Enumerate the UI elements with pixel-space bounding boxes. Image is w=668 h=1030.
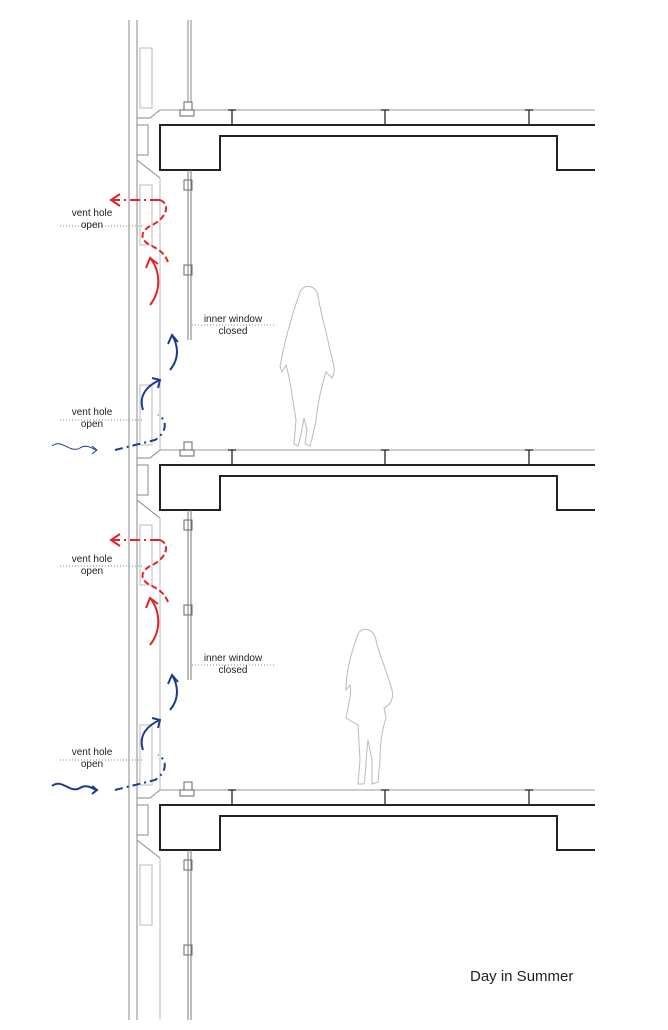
label-vent-hole-open-3: vent hole open bbox=[52, 554, 132, 578]
label-line: open bbox=[80, 566, 104, 577]
diagram-caption: Day in Summer bbox=[470, 968, 574, 985]
label-line: vent hole bbox=[71, 407, 113, 418]
cool-air-arrow-upper bbox=[51, 333, 179, 455]
label-line: open bbox=[80, 220, 104, 231]
label-vent-hole-open-2: vent hole open bbox=[52, 407, 132, 431]
label-line: closed bbox=[218, 665, 248, 676]
label-inner-window-closed-1: inner window closed bbox=[193, 314, 273, 338]
floor-slab-1 bbox=[136, 101, 596, 451]
label-line: inner window bbox=[203, 314, 263, 325]
person-silhouette-lower bbox=[345, 628, 393, 785]
leader-lines bbox=[60, 225, 275, 761]
floor-slab-3 bbox=[136, 781, 596, 1021]
warm-air-arrow-lower bbox=[109, 533, 169, 646]
label-line: inner window bbox=[203, 653, 263, 664]
label-line: vent hole bbox=[71, 554, 113, 565]
label-line: vent hole bbox=[71, 208, 113, 219]
person-silhouette-upper bbox=[279, 286, 335, 447]
cool-air-arrow-lower bbox=[51, 673, 179, 795]
label-line: open bbox=[80, 419, 104, 430]
label-vent-hole-open-1: vent hole open bbox=[52, 208, 132, 232]
facade-lines bbox=[128, 20, 192, 1020]
label-line: closed bbox=[218, 326, 248, 337]
label-line: open bbox=[80, 759, 104, 770]
label-inner-window-closed-2: inner window closed bbox=[193, 653, 273, 677]
warm-air-arrow-upper bbox=[109, 193, 169, 306]
label-line: vent hole bbox=[71, 747, 113, 758]
label-vent-hole-open-4: vent hole open bbox=[52, 747, 132, 771]
